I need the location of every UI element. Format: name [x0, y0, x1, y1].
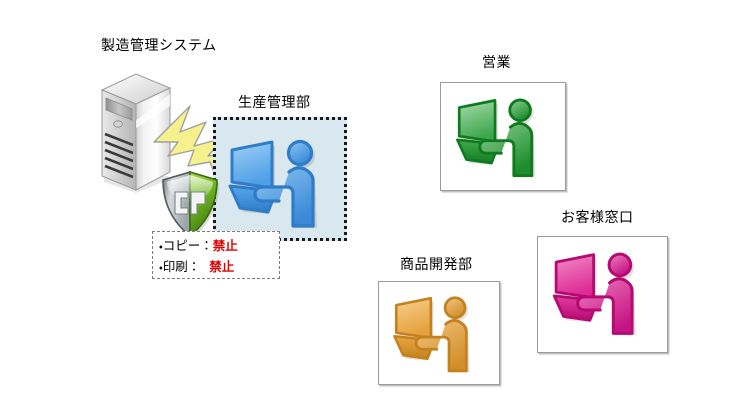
sales-dept-label: 営業	[482, 54, 511, 70]
note-row-copy: ・コピー：禁止	[159, 236, 279, 257]
production-dept-box	[213, 117, 347, 241]
person-at-computer-icon-sales	[456, 98, 536, 178]
customer-desk-box	[537, 236, 668, 353]
restriction-note-box: ・コピー：禁止 ・印刷：禁止	[152, 231, 280, 279]
note-value-copy: 禁止	[212, 239, 238, 253]
server-tower-icon	[88, 68, 180, 193]
development-dept-label: 商品開発部	[400, 256, 473, 272]
customer-desk-label: お客様窓口	[561, 209, 634, 225]
note-row-print: ・印刷： 禁止	[159, 257, 279, 278]
note-value-print: 禁止	[209, 260, 235, 274]
system-title-label: 製造管理システム	[101, 37, 217, 53]
note-bullet-copy: ・	[159, 241, 163, 253]
note-bullet-print: ・	[159, 262, 163, 274]
cp-shield-icon	[159, 170, 221, 240]
production-dept-label: 生産管理部	[238, 94, 311, 110]
development-dept-box	[378, 281, 500, 385]
person-at-computer-icon-production	[228, 139, 317, 228]
sales-dept-box	[440, 82, 566, 191]
note-label-print: 印刷：	[162, 260, 201, 274]
person-at-computer-icon-development	[393, 296, 470, 373]
person-at-computer-icon-customer	[552, 252, 636, 336]
note-label-copy: コピー：	[162, 239, 213, 253]
